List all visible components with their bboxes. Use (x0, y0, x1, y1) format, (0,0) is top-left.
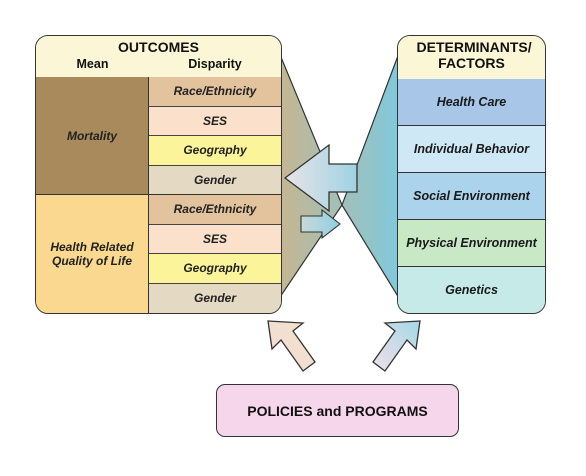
mean-column-label: Mean (76, 57, 109, 71)
outcomes-header: OUTCOMES Mean Disparity (36, 36, 281, 78)
disparity-race-ethnicity: Race/Ethnicity (149, 195, 281, 225)
disparity-gender: Gender (149, 283, 281, 313)
policies-to-outcomes-arrow (267, 320, 316, 372)
determinant-physical-environment: Physical Environment (398, 220, 545, 267)
disparity-geography: Geography (149, 254, 281, 284)
big-left-arrow (283, 143, 358, 213)
policies-label: POLICIES and PROGRAMS (247, 402, 428, 419)
determinants-panel: DETERMINANTS/ FACTORS Health Care Indivi… (397, 35, 546, 314)
disparity-gender: Gender (149, 165, 281, 195)
small-right-arrow (300, 208, 341, 240)
disparity-race-ethnicity: Race/Ethnicity (149, 77, 281, 107)
disparity-ses: SES (149, 106, 281, 136)
disparity-ses: SES (149, 224, 281, 254)
disparity-geography: Geography (149, 136, 281, 166)
determinant-health-care: Health Care (398, 79, 545, 126)
policies-to-determinants-arrow (372, 320, 421, 372)
determinant-genetics: Genetics (398, 267, 545, 313)
mortality-mean-cell: Mortality (36, 77, 149, 195)
outcomes-title: OUTCOMES (118, 39, 199, 55)
policies-programs-box: POLICIES and PROGRAMS (216, 384, 459, 437)
determinant-individual-behavior: Individual Behavior (398, 126, 545, 173)
determinant-social-environment: Social Environment (398, 173, 545, 220)
outcomes-panel: OUTCOMES Mean Disparity Mortality Health… (35, 35, 282, 314)
hrqol-mean-cell: Health Related Quality of Life (36, 195, 149, 313)
determinants-title: DETERMINANTS/ FACTORS (416, 39, 532, 71)
determinants-header: DETERMINANTS/ FACTORS (398, 36, 545, 80)
disparity-column-label: Disparity (188, 57, 242, 71)
